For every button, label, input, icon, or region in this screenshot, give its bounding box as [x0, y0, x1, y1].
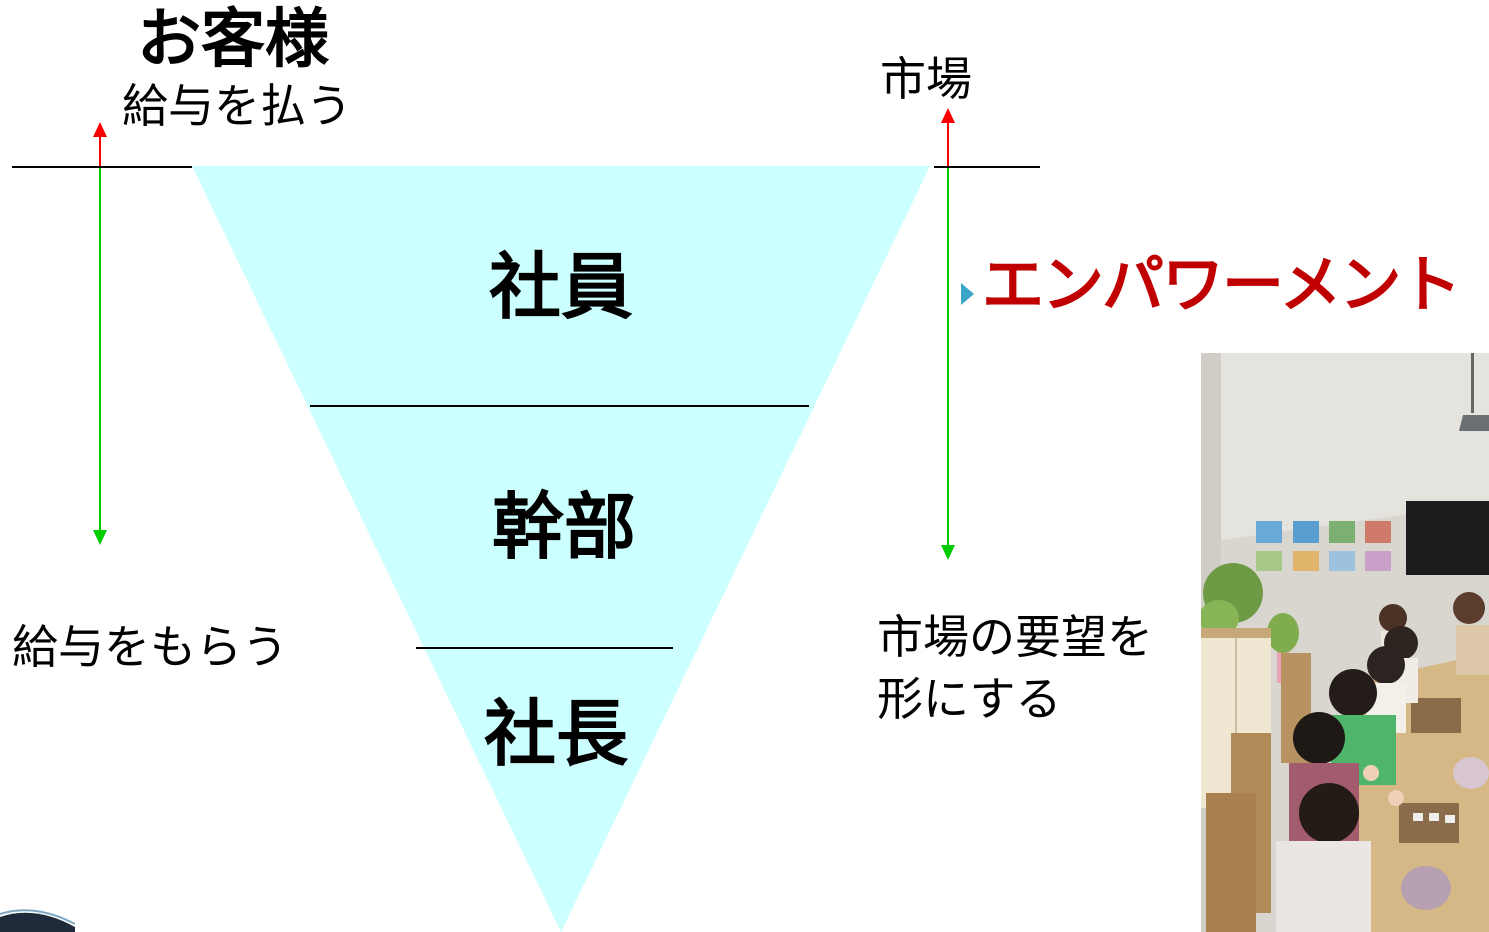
empowerment-label: エンパワーメント	[982, 248, 1462, 321]
right-arrow-up-head	[941, 108, 955, 123]
market-request-line2: 形にする	[877, 672, 1062, 726]
corner-decoration	[0, 909, 75, 932]
triangle-bullet-icon	[961, 283, 974, 305]
layer-executives: 幹部	[491, 485, 637, 569]
layer-employees: 社員	[488, 245, 634, 329]
left-arrow-down-head	[93, 530, 107, 545]
meeting-photo	[1201, 353, 1489, 932]
market-label: 市場	[880, 52, 972, 106]
customer-title: お客様	[137, 3, 329, 77]
right-arrow-down-head	[941, 545, 955, 560]
inverted-triangle	[192, 166, 930, 932]
left-arrow-up-head	[93, 122, 107, 137]
market-request-line1: 市場の要望を	[877, 610, 1153, 664]
pay-salary-label: 給与を払う	[122, 79, 352, 133]
receive-salary-label: 給与をもらう	[12, 620, 288, 674]
layer-president: 社長	[483, 692, 629, 776]
